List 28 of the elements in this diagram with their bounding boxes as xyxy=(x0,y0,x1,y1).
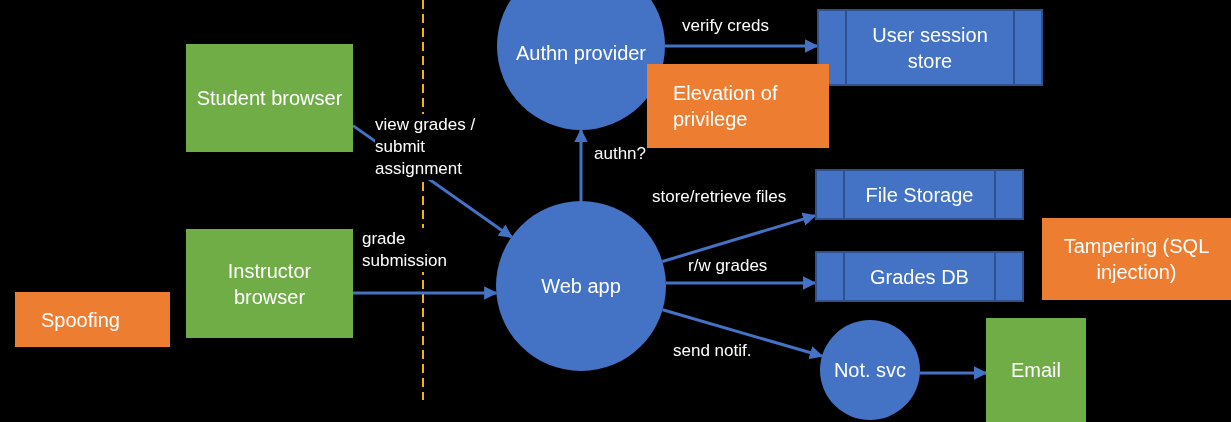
arrow xyxy=(661,212,817,263)
actor-box xyxy=(186,44,353,152)
arrow xyxy=(662,308,824,360)
actor-box xyxy=(986,318,1086,422)
arrow xyxy=(353,286,498,300)
node-label: Student browser xyxy=(196,86,343,111)
arrow xyxy=(665,39,819,53)
threat-box xyxy=(15,292,170,347)
node-label: User session store xyxy=(871,22,989,74)
node-label: Instructor browser xyxy=(226,258,313,310)
node-label: Grades DB xyxy=(870,264,969,290)
node-label: Email xyxy=(1011,358,1061,383)
node-label: Authn provider xyxy=(515,41,647,66)
node-label: Not. svc xyxy=(833,358,907,383)
node-label: Elevation of privilege xyxy=(673,81,779,132)
arrow xyxy=(919,366,988,380)
threat-box xyxy=(647,64,829,148)
arrow xyxy=(574,128,588,201)
data-store xyxy=(817,9,1043,86)
threat-box xyxy=(1042,218,1231,300)
node-label: Web app xyxy=(541,274,621,299)
node-label: Tampering (SQL injection) xyxy=(1062,234,1211,285)
data-store xyxy=(815,169,1024,220)
data-store xyxy=(815,251,1024,302)
node-label: File Storage xyxy=(865,182,974,208)
arrow xyxy=(665,276,817,290)
node-label: Spoofing xyxy=(41,307,120,333)
actor-box xyxy=(186,229,353,338)
